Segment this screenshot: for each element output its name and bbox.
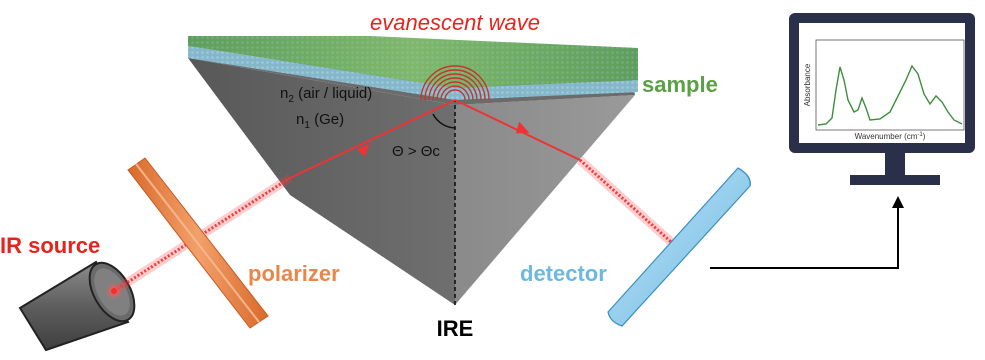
monitor-xlabel: Wavenumber (cm-1) bbox=[855, 132, 926, 141]
sample-front-dots bbox=[188, 46, 638, 100]
sample-top-dots bbox=[188, 36, 638, 88]
ir-source-icon bbox=[18, 260, 136, 352]
signal-wire bbox=[710, 196, 904, 269]
monitor-foot bbox=[850, 175, 940, 185]
beam-arrow-in bbox=[356, 143, 370, 157]
evanescent-wave-label: evanescent wave bbox=[370, 10, 540, 35]
n2-label: n2 (air / liquid) bbox=[280, 85, 372, 105]
monitor-icon bbox=[789, 13, 975, 185]
polarizer-icon bbox=[127, 157, 269, 329]
angle-arc bbox=[432, 113, 456, 129]
spectrum-line bbox=[817, 64, 963, 126]
sample-label: sample bbox=[642, 72, 718, 97]
ir-source-label: IR source bbox=[0, 233, 100, 258]
spectrum-plot-frame bbox=[815, 39, 965, 131]
sample-layer bbox=[188, 36, 638, 100]
prism-right-face bbox=[455, 95, 635, 305]
detector-icon bbox=[607, 167, 751, 327]
beam-arrow-out bbox=[515, 121, 530, 134]
monitor-screen bbox=[799, 23, 965, 143]
n1-label: n1 (Ge) bbox=[296, 111, 344, 131]
prism-left-face bbox=[188, 58, 455, 305]
ire-label: IRE bbox=[437, 316, 474, 341]
monitor-ylabel: Absorbance bbox=[803, 63, 812, 106]
monitor-neck bbox=[885, 153, 905, 175]
polarizer-label: polarizer bbox=[248, 261, 340, 286]
detector-label: detector bbox=[520, 261, 607, 286]
angle-label: Θ > Θc bbox=[392, 143, 440, 160]
evanescent-wave-icon bbox=[420, 65, 490, 101]
